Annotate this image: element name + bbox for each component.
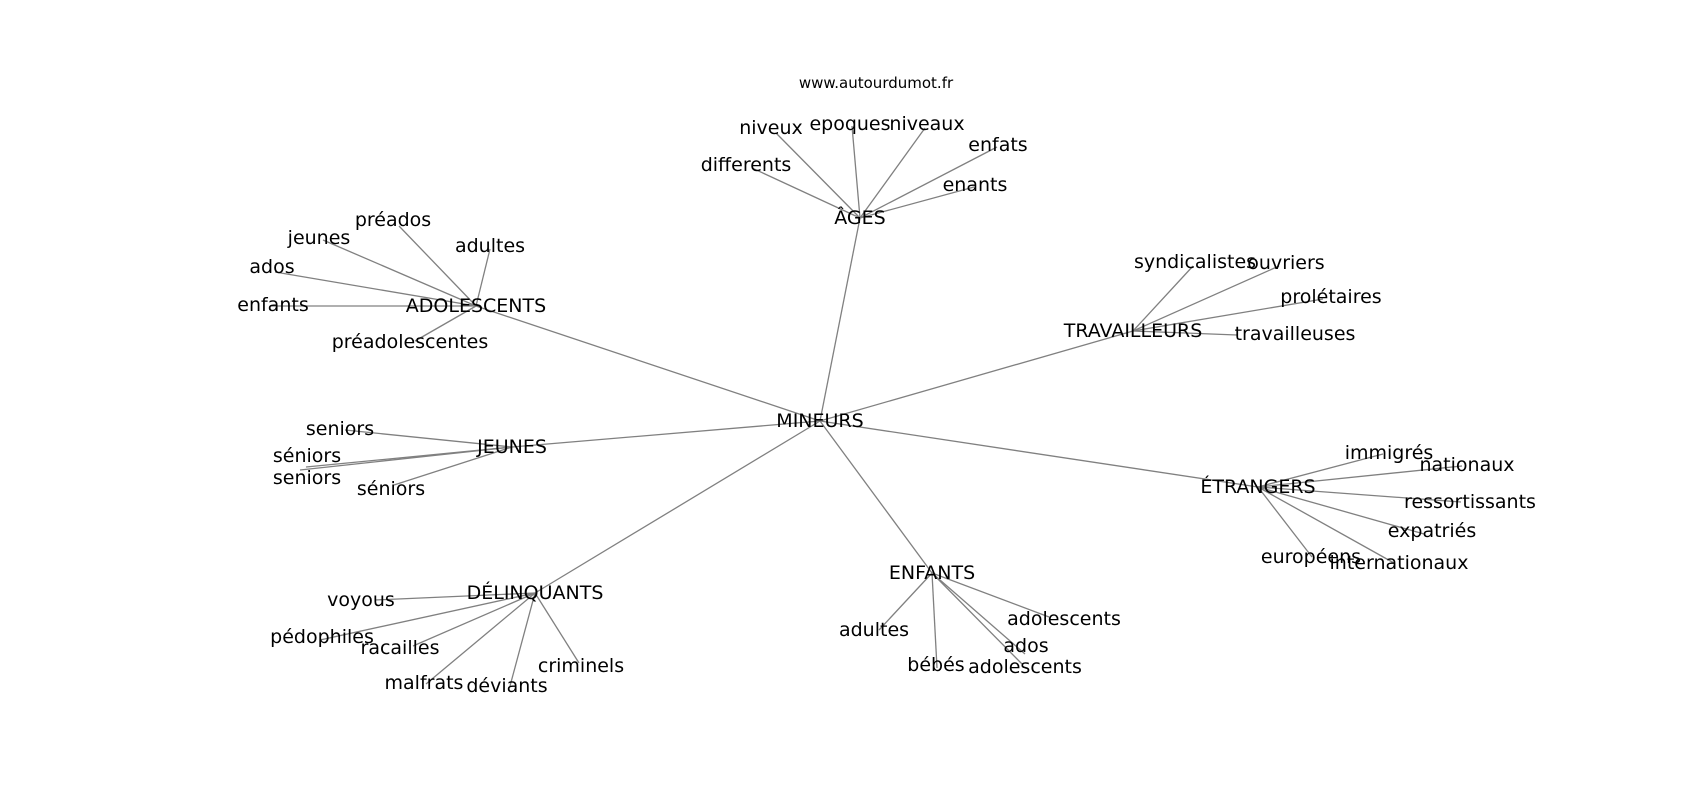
leaf-node-jeunes[interactable]: séniors [273, 445, 341, 467]
hub-node-ages[interactable]: ÂGES [834, 206, 885, 229]
edge-jeunes-leaf [393, 446, 513, 486]
leaf-node-travailleurs[interactable]: syndicalistes [1134, 251, 1256, 273]
edge-center-etrangers [819, 420, 1259, 488]
leaf-node-ages[interactable]: niveux [739, 117, 803, 139]
edge-layer [270, 125, 1463, 687]
hub-node-travailleurs[interactable]: TRAVAILLEURS [1063, 320, 1203, 342]
edge-travailleurs-leaf [1132, 265, 1194, 332]
edge-delinquants-leaf [374, 592, 536, 601]
edge-ages-leaf [751, 167, 861, 219]
edge-delinquants-leaf [509, 592, 536, 687]
edge-center-ages [819, 217, 861, 422]
edge-etrangers-leaf [1257, 486, 1313, 558]
edge-enfants-leaf [931, 572, 938, 669]
leaf-node-delinquants[interactable]: criminels [538, 655, 624, 677]
leaf-node-travailleurs[interactable]: ouvriers [1247, 252, 1324, 274]
hub-node-jeunes[interactable]: JEUNES [476, 436, 547, 458]
leaf-node-travailleurs[interactable]: travailleuses [1235, 323, 1356, 345]
edge-center-delinquants [534, 420, 821, 594]
edge-enfants-leaf [931, 572, 1026, 655]
leaf-node-etrangers[interactable]: ressortissants [1404, 491, 1536, 513]
leaf-node-enfants[interactable]: adultes [839, 619, 909, 641]
edge-enfants-leaf [878, 572, 933, 631]
leaf-node-delinquants[interactable]: racailles [361, 637, 440, 659]
leaf-node-travailleurs[interactable]: prolétaires [1280, 286, 1381, 308]
edge-adolescents-leaf [322, 239, 477, 307]
edge-enfants-leaf [931, 572, 1050, 618]
edge-ages-leaf [851, 125, 861, 219]
edge-delinquants-leaf [425, 592, 536, 685]
edge-enfants-leaf [931, 572, 1023, 665]
leaf-node-delinquants[interactable]: malfrats [385, 672, 464, 694]
leaf-node-ages[interactable]: differents [701, 154, 792, 176]
leaf-node-etrangers[interactable]: internationaux [1330, 552, 1469, 574]
edge-center-jeunes [511, 420, 821, 448]
leaf-node-adolescents[interactable]: jeunes [287, 227, 351, 249]
leaf-node-ages[interactable]: enants [943, 174, 1008, 196]
leaf-node-enfants[interactable]: bébés [907, 654, 964, 676]
edge-travailleurs-leaf [1132, 298, 1324, 332]
edge-adolescents-leaf [475, 248, 491, 307]
leaf-node-adolescents[interactable]: adultes [455, 235, 525, 257]
leaf-node-delinquants[interactable]: pédophiles [270, 626, 374, 648]
leaf-node-etrangers[interactable]: nationaux [1419, 454, 1514, 476]
edge-ages-leaf [859, 127, 926, 219]
leaf-node-ages[interactable]: niveaux [889, 113, 964, 135]
edge-travailleurs-leaf [1132, 330, 1238, 336]
leaf-node-etrangers[interactable]: expatriés [1388, 520, 1476, 542]
hub-node-delinquants[interactable]: DÉLINQUANTS [467, 581, 604, 604]
leaf-node-delinquants[interactable]: déviants [466, 675, 547, 697]
leaf-node-adolescents[interactable]: préados [355, 209, 431, 231]
edge-center-enfants [819, 420, 933, 574]
edge-etrangers-leaf [1257, 486, 1395, 564]
edge-center-adolescents [475, 305, 821, 422]
leaf-node-adolescents[interactable]: enfants [237, 294, 308, 316]
leaf-node-etrangers[interactable]: immigrés [1345, 442, 1434, 464]
edge-etrangers-leaf [1257, 486, 1462, 503]
leaf-node-ages[interactable]: epoques [809, 113, 890, 135]
edge-ages-leaf [775, 132, 861, 219]
leaf-node-adolescents[interactable]: préadolescentes [332, 331, 489, 353]
leaf-node-ages[interactable]: enfats [968, 134, 1027, 156]
edge-delinquants-leaf [534, 592, 580, 664]
hub-node-etrangers[interactable]: ÉTRANGERS [1200, 475, 1315, 498]
edge-etrangers-leaf [1257, 453, 1384, 488]
hub-node-adolescents[interactable]: ADOLESCENTS [406, 295, 546, 317]
leaf-node-jeunes[interactable]: seniors [273, 467, 341, 489]
leaf-node-adolescents[interactable]: ados [249, 256, 294, 278]
leaf-node-enfants[interactable]: adolescents [968, 656, 1082, 678]
edge-delinquants-leaf [319, 592, 536, 641]
leaf-node-jeunes[interactable]: séniors [357, 478, 425, 500]
leaf-node-jeunes[interactable]: seniors [306, 418, 374, 440]
hub-node-enfants[interactable]: ENFANTS [889, 562, 975, 584]
edge-center-travailleurs [819, 330, 1134, 422]
leaf-node-etrangers[interactable]: européens [1261, 546, 1361, 568]
edge-adolescents-leaf [398, 225, 477, 307]
source-url[interactable]: www.autourdumot.fr [799, 74, 954, 92]
edge-etrangers-leaf [1257, 465, 1463, 488]
center-node-label[interactable]: MINEURS [776, 410, 863, 432]
edge-ages-leaf [859, 186, 975, 219]
leaf-node-enfants[interactable]: ados [1003, 635, 1048, 657]
leaf-node-enfants[interactable]: adolescents [1007, 608, 1121, 630]
edge-ages-leaf [859, 146, 998, 219]
leaf-node-delinquants[interactable]: voyous [327, 589, 395, 611]
edge-travailleurs-leaf [1132, 265, 1280, 332]
edge-etrangers-leaf [1257, 486, 1425, 535]
edge-delinquants-leaf [412, 592, 536, 647]
edge-adolescents-leaf [274, 271, 477, 307]
edge-jeunes-leaf [299, 446, 513, 471]
edge-jeunes-leaf [344, 429, 513, 448]
edge-adolescents-leaf [414, 305, 477, 342]
